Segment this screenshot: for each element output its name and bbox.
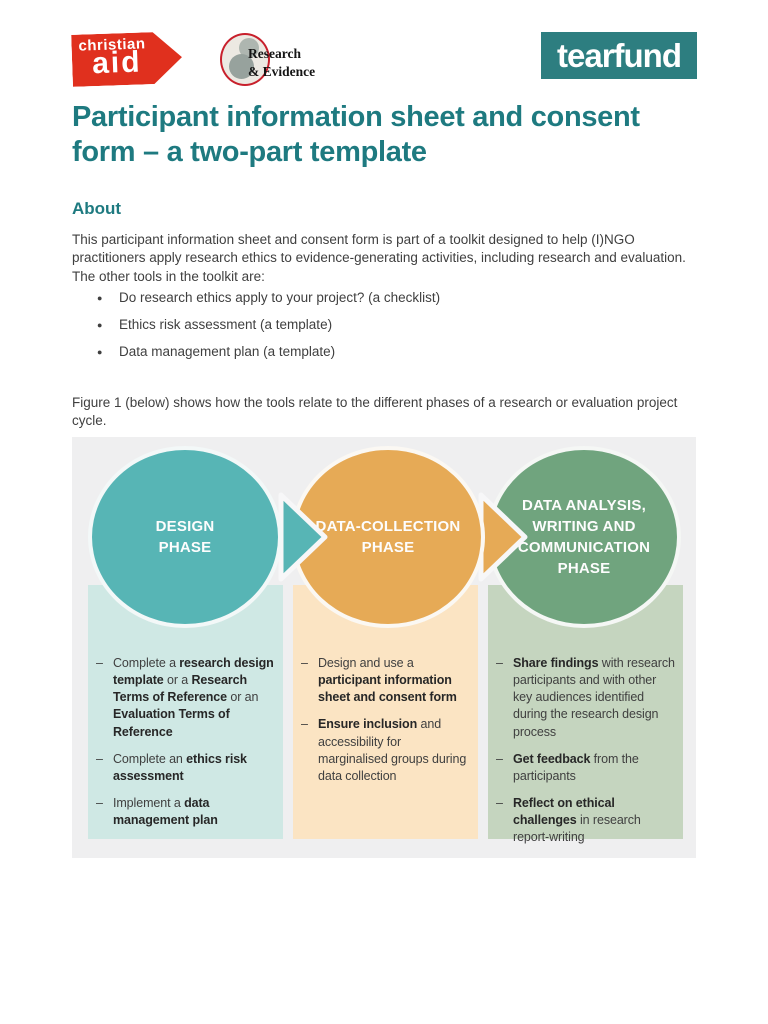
phase-circle-label: DATA-COLLECTION PHASE (315, 518, 461, 556)
bullet-icon: ● (97, 347, 103, 357)
phase-circle-label: DATA ANALYSIS, WRITING AND COMMUNICATION… (517, 497, 651, 577)
bullet-icon: ● (97, 320, 103, 330)
toolkit-bullet-list: ● Do research ethics apply to your proje… (97, 289, 440, 370)
phase-item-text: Design and use a participant information… (318, 656, 457, 705)
phase-item-text: Reflect on ethical challenges in researc… (513, 795, 641, 845)
christian-aid-logo: christian aid (71, 31, 183, 87)
list-item-text: Do research ethics apply to your project… (119, 290, 441, 305)
phase-item: – Design and use a participant informati… (301, 655, 472, 706)
bullet-icon: ● (97, 293, 103, 303)
phase-item-text: Implement a data management plan (113, 795, 218, 827)
phase-item-text: Ensure inclusion and accessibility for m… (318, 717, 467, 783)
page-title: Participant information sheet and consen… (72, 101, 640, 169)
dash-icon: – (496, 751, 503, 766)
list-item: ● Do research ethics apply to your proje… (97, 289, 440, 307)
dash-icon: – (96, 656, 103, 670)
research-evidence-logo: Research & Evidence (220, 31, 332, 87)
dash-icon: – (496, 656, 503, 670)
research-evidence-wordmark: Research & Evidence (248, 46, 316, 79)
figure-caption: Figure 1 (below) shows how the tools rel… (72, 395, 678, 429)
phase-item: – Reflect on ethical challenges in resea… (496, 795, 677, 846)
list-item-text: Data management plan (a template) (119, 344, 336, 359)
dash-icon: – (96, 751, 103, 766)
phase-item-text: Share findings with research participant… (513, 656, 675, 739)
circle-dot-icon (239, 38, 259, 58)
dash-icon: – (496, 795, 503, 810)
list-item: ● Data management plan (a template) (97, 343, 440, 361)
phase-item: – Complete an ethics risk assessment (96, 751, 277, 785)
intro-paragraph: This participant information sheet and c… (72, 232, 686, 284)
list-item-text: Ethics risk assessment (a template) (119, 317, 333, 332)
phase-item: – Implement a data management plan (96, 795, 277, 829)
phase-circle-design: DESIGN PHASE (88, 446, 282, 628)
phase-item-text: Complete an ethics risk assessment (113, 751, 247, 783)
phase-item: – Share findings with research participa… (496, 655, 677, 741)
tearfund-logo: tearfund (541, 32, 697, 79)
circle-dot-icon (229, 54, 254, 79)
phase-arrow-icon (278, 492, 328, 582)
phase-item-text: Get feedback from the participants (513, 751, 639, 783)
phase-circle-label: DESIGN PHASE (155, 518, 215, 556)
dash-icon: – (301, 717, 308, 732)
phase-item: – Complete a research design template or… (96, 655, 277, 741)
research-evidence-circle-icon (220, 33, 270, 86)
figure-panel: – Complete a research design template or… (72, 437, 696, 858)
list-item: ● Ethics risk assessment (a template) (97, 316, 440, 334)
tearfund-wordmark: tearfund (557, 36, 682, 74)
dash-icon: – (96, 795, 103, 810)
phase-arrow-icon (478, 492, 528, 582)
phase-item: – Get feedback from the participants (496, 751, 677, 785)
about-heading: About (72, 199, 122, 218)
phase-item-text: Complete a research design template or a… (113, 656, 274, 739)
phase-item: – Ensure inclusion and accessibility for… (301, 716, 472, 785)
dash-icon: – (301, 656, 308, 670)
